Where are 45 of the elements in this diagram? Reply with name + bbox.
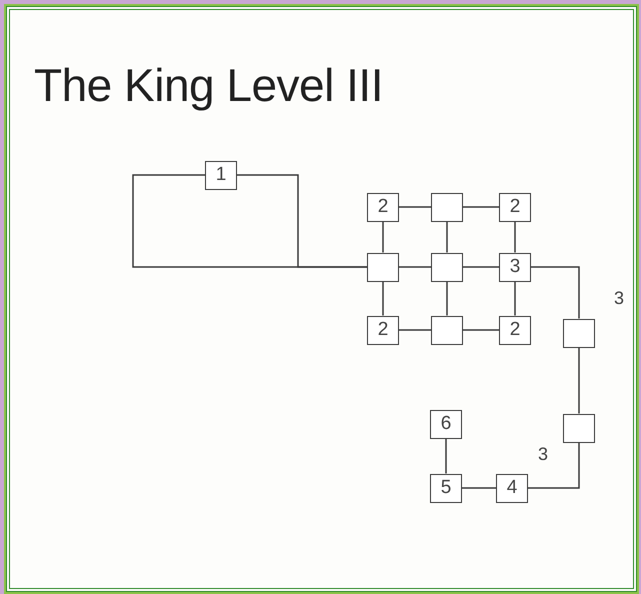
numbered-box [205, 160, 237, 190]
numbered-box [499, 316, 531, 344]
numbered-box [499, 252, 531, 282]
box-number: 2 [510, 196, 520, 218]
box-number: 4 [506, 477, 518, 499]
empty-box [431, 192, 463, 222]
box-number: 2 [378, 319, 388, 341]
connector-line [514, 222, 516, 252]
box-number: 6 [440, 413, 452, 435]
connector-line [445, 438, 447, 474]
empty-box [563, 414, 595, 442]
empty-box [431, 252, 463, 282]
empty-box [367, 252, 399, 282]
box-number: 1 [216, 164, 226, 186]
connector-line [446, 222, 448, 252]
empty-box [431, 316, 463, 344]
connector-line [382, 282, 384, 316]
connector-line [463, 266, 499, 268]
connector-line [399, 329, 431, 331]
box-number: 2 [510, 319, 520, 341]
distance-label: 3 [614, 288, 624, 309]
connector-line [531, 266, 580, 318]
box-number: 3 [510, 256, 520, 278]
numbered-box [367, 192, 399, 222]
title: The King Level III [34, 58, 383, 112]
connector-line [463, 329, 499, 331]
numbered-box [367, 316, 399, 344]
connector-line [446, 282, 448, 316]
box-number: 2 [378, 196, 388, 218]
connector-line [237, 174, 367, 268]
connector-line [382, 222, 384, 252]
connector-line [578, 348, 580, 414]
connector-line [399, 206, 431, 208]
numbered-box [430, 474, 462, 502]
distance-label: 3 [538, 444, 548, 465]
numbered-box [496, 474, 528, 502]
empty-box [563, 318, 595, 348]
connector-line [462, 487, 496, 489]
connector-line [514, 282, 516, 316]
numbered-box [430, 410, 462, 438]
numbered-box [499, 192, 531, 222]
connector-line [463, 206, 499, 208]
connector-line [399, 266, 431, 268]
box-number: 5 [440, 477, 452, 499]
connector-line [528, 442, 580, 489]
